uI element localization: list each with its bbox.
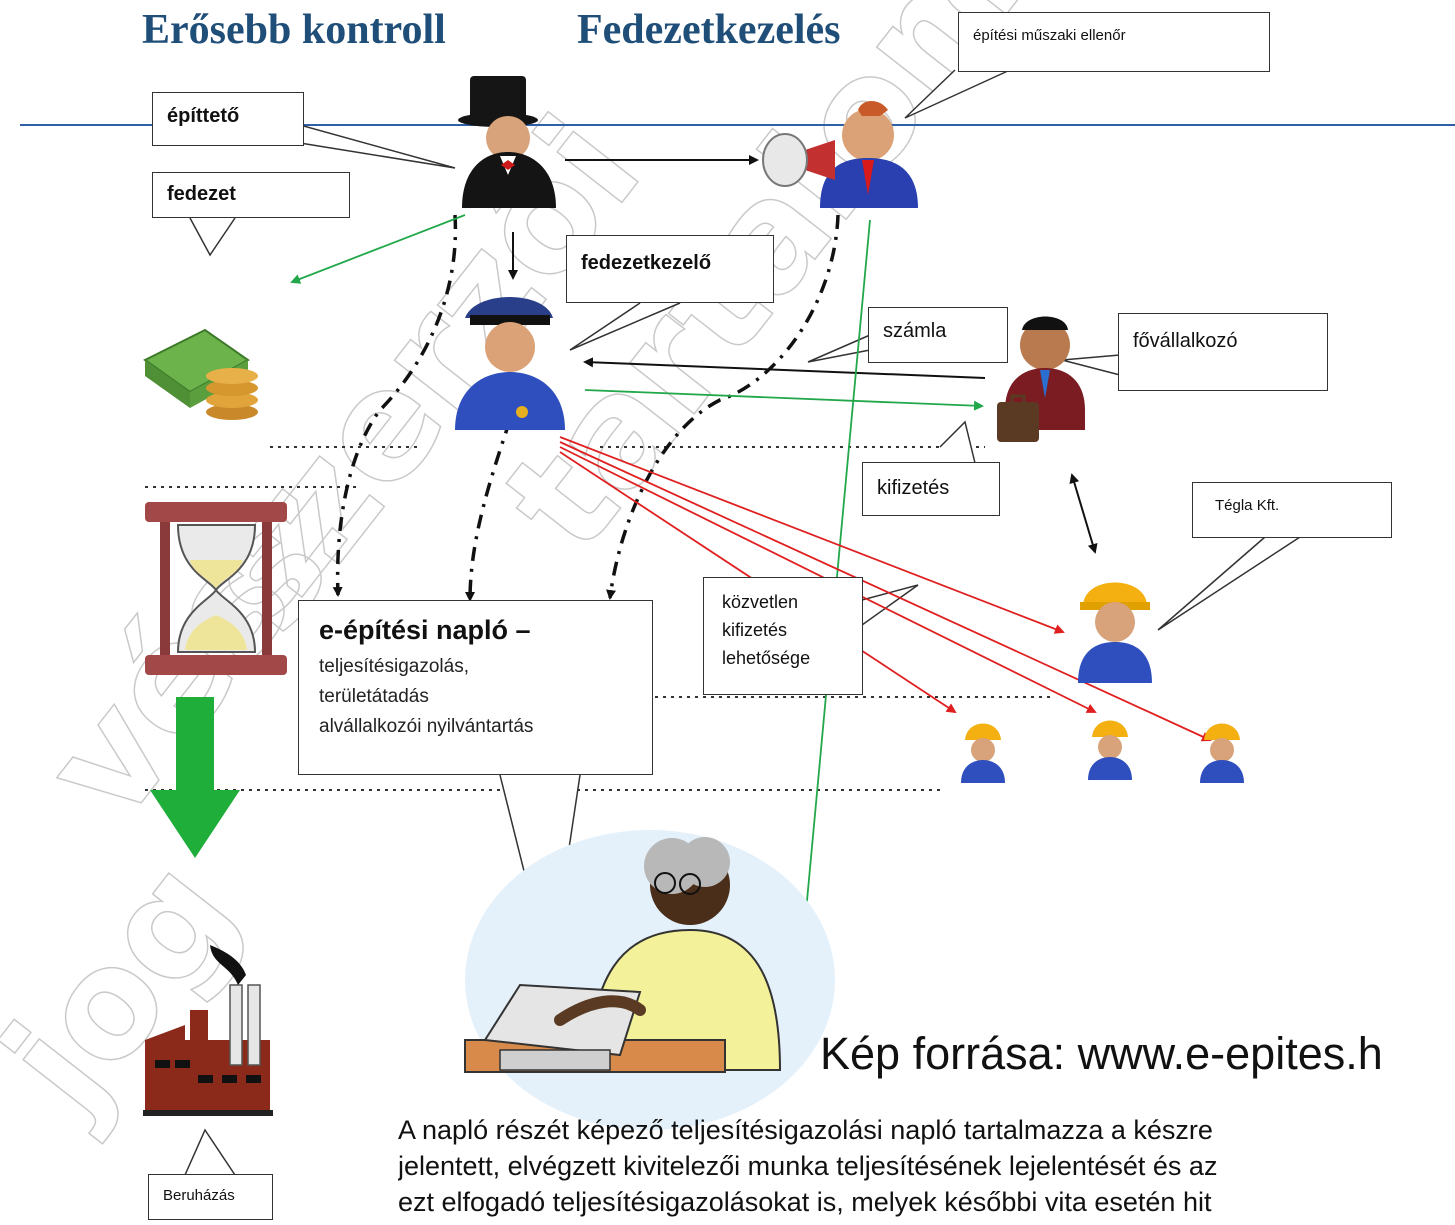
- top-hat-man-icon: [458, 76, 556, 208]
- big-down-arrow: [150, 697, 240, 858]
- title-left: Erősebb kontroll: [142, 7, 446, 53]
- naplo-heading: e-építési napló –: [319, 615, 531, 645]
- callout-fedezetkezelo: fedezetkezelő: [566, 235, 774, 303]
- description-paragraph: A napló részét képező teljesítésigazolás…: [398, 1112, 1455, 1225]
- paragraph-line: jelentett, elvégzett kivitelezői munka t…: [398, 1151, 1218, 1181]
- naplo-line: területátadás: [319, 686, 429, 707]
- woman-at-computer-icon: [464, 830, 835, 1130]
- callout-fovallalkozo: fővállalkozó: [1118, 313, 1328, 391]
- callout-kozvetlen-kifizetes: közvetlen kifizetés lehetősége: [703, 577, 863, 695]
- callout-kifizetes: kifizetés: [862, 462, 1000, 516]
- kozvetlen-line: közvetlen: [722, 592, 799, 612]
- black-arrows: [508, 155, 1098, 554]
- factory-icon: [143, 945, 273, 1116]
- callout-beruhazas: Beruházás: [148, 1174, 273, 1220]
- hourglass-icon: [145, 502, 287, 675]
- businessman-briefcase-icon: [997, 316, 1085, 442]
- worker-hardhat-icon: [1078, 582, 1152, 683]
- callout-szamla: számla: [868, 307, 1008, 363]
- paragraph-line: ezt elfogadó teljesítésigazolásokat is, …: [398, 1187, 1212, 1217]
- kozvetlen-line: lehetősége: [722, 648, 811, 668]
- kozvetlen-line: kifizetés: [722, 620, 788, 640]
- callout-epitesi-muszaki-ellenor: építési műszaki ellenőr: [958, 12, 1270, 72]
- callout-e-epitesi-naplo: e-építési napló – teljesítésigazolás, te…: [298, 600, 653, 775]
- police-officer-icon: [455, 297, 565, 430]
- callout-tegla-kft: Tégla Kft.: [1192, 482, 1392, 538]
- megaphone-inspector-icon: [762, 101, 918, 208]
- money-coins-icon: [143, 328, 258, 420]
- worker-small-icon: [961, 723, 1005, 783]
- worker-small-icon: [1088, 720, 1132, 780]
- callout-fedezet: fedezet: [152, 172, 350, 218]
- callout-tails: [184, 69, 1301, 1176]
- dashdot-arrows: [332, 214, 840, 602]
- title-right: Fedezetkezelés: [577, 7, 841, 53]
- callout-epitteto: építtető: [152, 92, 304, 146]
- naplo-line: teljesítésigazolás,: [319, 656, 469, 677]
- paragraph-line: A napló részét képező teljesítésigazolás…: [398, 1115, 1213, 1145]
- image-source-caption: Kép forrása: www.e-epites.h: [820, 1028, 1383, 1079]
- worker-small-icon: [1200, 723, 1244, 783]
- naplo-line: alvállalkozói nyilvántartás: [319, 716, 534, 737]
